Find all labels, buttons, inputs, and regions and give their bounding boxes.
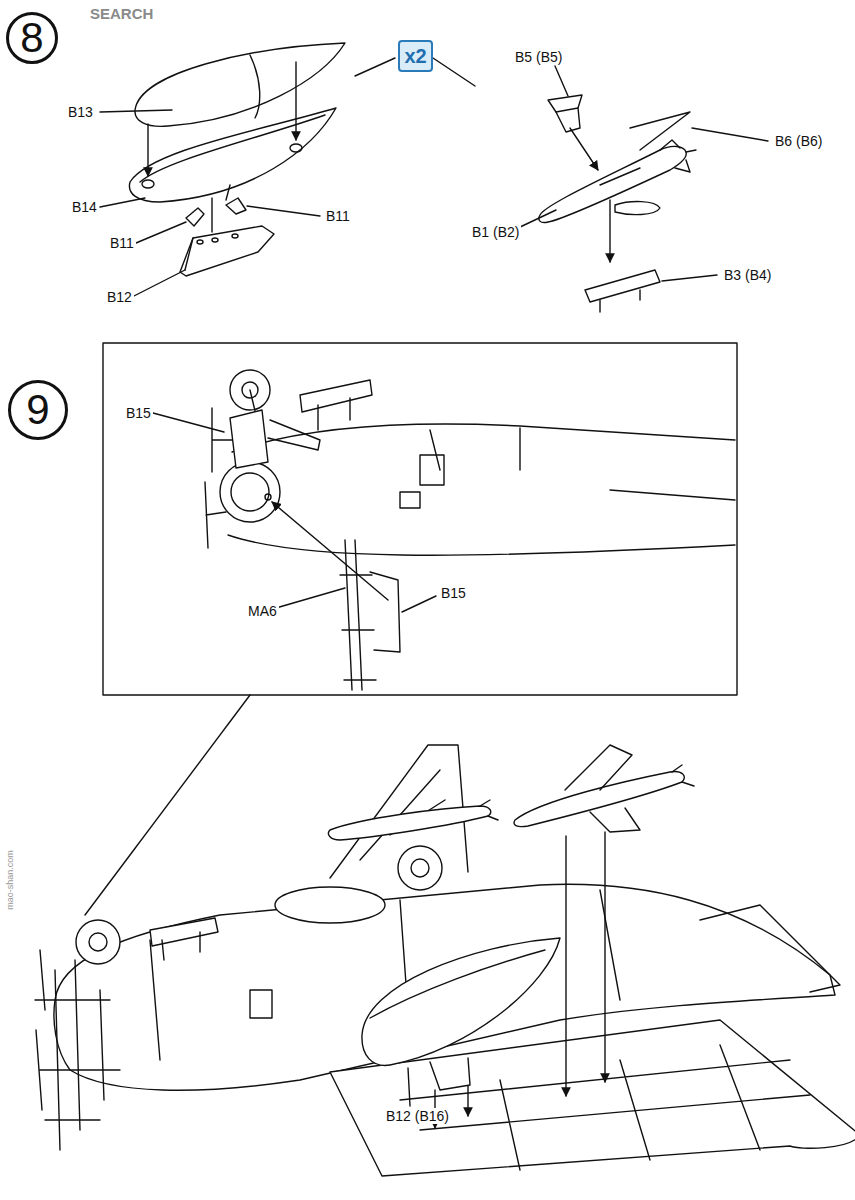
part-label: MA6 <box>246 603 279 619</box>
part-label: B15 <box>124 405 153 421</box>
watermark: SEARCH <box>88 6 155 22</box>
step-text: 8 <box>20 17 43 59</box>
part-label: B12 <box>105 289 134 305</box>
step-text: x2 <box>404 45 426 68</box>
part-label: B6 (B6) <box>773 133 824 149</box>
part-label: B11 <box>324 208 352 224</box>
part-label: B11 <box>108 235 136 251</box>
part-label: B1 (B2) <box>470 224 521 240</box>
part-label: B15 <box>439 585 468 601</box>
part-label: B13 <box>66 104 95 120</box>
watermark: mao-shan.com <box>5 848 15 912</box>
part-label: B14 <box>70 199 99 215</box>
step-text: 9 <box>26 389 49 431</box>
step-number: 9 <box>8 380 68 440</box>
part-label: B3 (B4) <box>722 267 773 283</box>
part-label: B12 (B16) <box>384 1108 451 1124</box>
part-label: B5 (B5) <box>513 49 564 65</box>
step-number: 8 <box>6 12 58 64</box>
quantity-badge: x2 <box>398 40 433 72</box>
